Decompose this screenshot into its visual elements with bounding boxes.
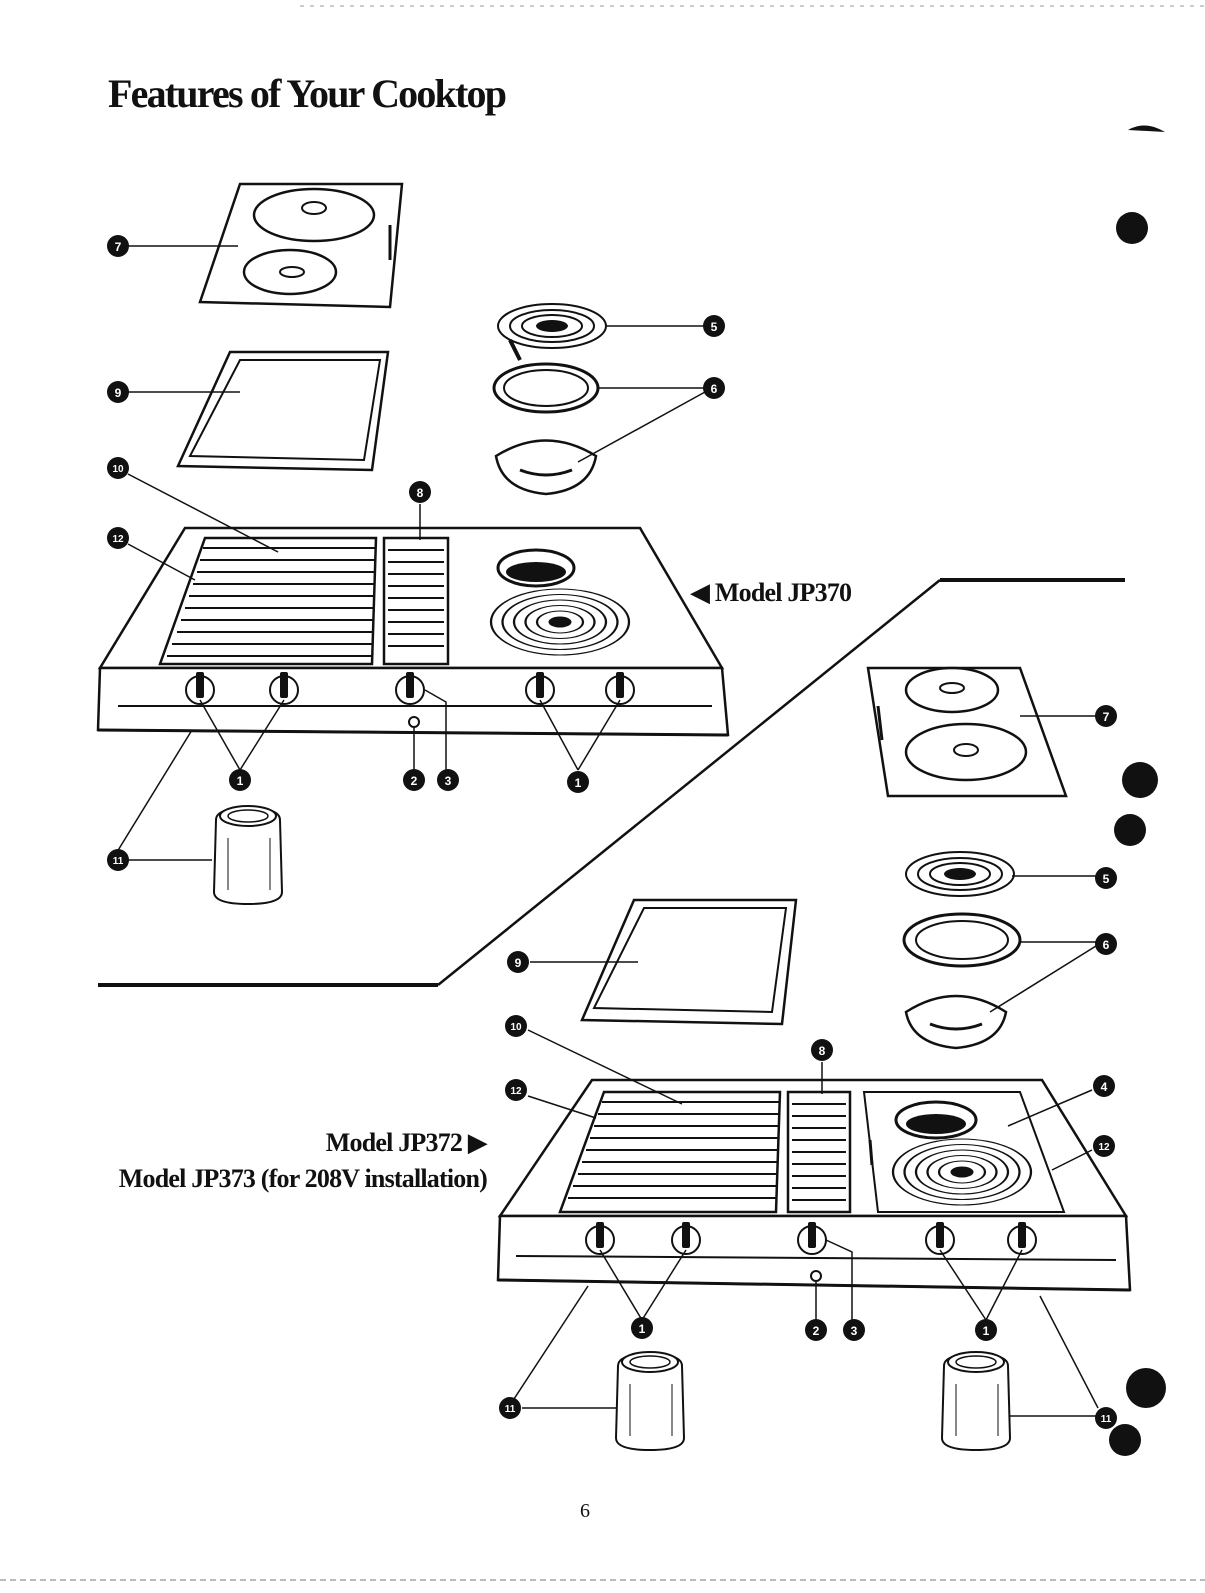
callout-4-bottom: 4 xyxy=(1093,1075,1115,1097)
model-jp373-label: Model JP373 (for 208V installation) xyxy=(119,1164,487,1194)
svg-text:9: 9 xyxy=(515,956,522,970)
svg-text:7: 7 xyxy=(1103,710,1110,724)
solid-element-cartridge-bottom xyxy=(868,668,1066,796)
svg-text:3: 3 xyxy=(851,1324,858,1338)
svg-text:1: 1 xyxy=(237,774,244,788)
callout-12-bottom-right: 12 xyxy=(1093,1135,1115,1157)
model-jp372-label: Model JP372 ▶ xyxy=(326,1128,487,1158)
callout-2-bottom: 2 xyxy=(805,1319,827,1341)
svg-text:2: 2 xyxy=(813,1324,820,1338)
svg-text:4: 4 xyxy=(1101,1080,1108,1094)
callout-7-bottom: 7 xyxy=(1095,705,1117,727)
page-number: 6 xyxy=(580,1500,590,1523)
svg-text:9: 9 xyxy=(115,386,122,400)
coil-element-top xyxy=(498,304,606,360)
callout-10-top: 10 xyxy=(107,457,129,479)
callout-2-top: 2 xyxy=(403,769,425,791)
callout-8-top: 8 xyxy=(409,481,431,503)
svg-text:12: 12 xyxy=(1098,1142,1110,1153)
callout-8-bottom: 8 xyxy=(811,1039,833,1061)
svg-text:7: 7 xyxy=(115,240,122,254)
svg-text:6: 6 xyxy=(1103,938,1110,952)
svg-text:8: 8 xyxy=(417,486,424,500)
svg-text:11: 11 xyxy=(113,856,124,867)
svg-text:10: 10 xyxy=(112,464,124,475)
svg-text:11: 11 xyxy=(1101,1414,1112,1425)
svg-text:5: 5 xyxy=(1103,872,1110,886)
callout-6-bottom: 6 xyxy=(1095,933,1117,955)
callout-1-top-right: 1 xyxy=(567,771,589,793)
callout-11-bottom-right: 11 xyxy=(1095,1407,1117,1429)
callout-12-top: 12 xyxy=(107,527,129,549)
svg-text:12: 12 xyxy=(510,1086,522,1097)
callout-1-bottom-right: 1 xyxy=(975,1319,997,1341)
cooktop-jp372 xyxy=(498,1080,1130,1290)
callout-12-bottom-left: 12 xyxy=(505,1079,527,1101)
svg-text:2: 2 xyxy=(411,774,418,788)
svg-text:1: 1 xyxy=(575,776,582,790)
callout-3-top: 3 xyxy=(437,769,459,791)
callout-9-top: 9 xyxy=(107,381,129,403)
svg-text:8: 8 xyxy=(819,1044,826,1058)
callout-5-bottom: 5 xyxy=(1095,867,1117,889)
callout-10-bottom: 10 xyxy=(505,1015,527,1037)
svg-text:10: 10 xyxy=(510,1022,522,1033)
callout-11-top: 11 xyxy=(107,849,129,871)
svg-text:11: 11 xyxy=(505,1404,516,1415)
callout-9-bottom: 9 xyxy=(507,951,529,973)
callout-11-bottom-left: 11 xyxy=(499,1397,521,1419)
svg-text:3: 3 xyxy=(445,774,452,788)
model-jp370-label: ◀ Model JP370 xyxy=(690,578,851,608)
svg-text:6: 6 xyxy=(711,382,718,396)
callout-3-bottom: 3 xyxy=(843,1319,865,1341)
svg-text:12: 12 xyxy=(112,534,124,545)
coil-element-bottom xyxy=(906,852,1014,896)
callout-7-top: 7 xyxy=(107,235,129,257)
svg-text:1: 1 xyxy=(639,1322,646,1336)
cooktop-jp370 xyxy=(98,528,728,735)
svg-text:5: 5 xyxy=(711,320,718,334)
svg-text:1: 1 xyxy=(983,1324,990,1338)
callout-1-top-left: 1 xyxy=(229,769,251,791)
callout-1-bottom-left: 1 xyxy=(631,1317,653,1339)
callout-5-top: 5 xyxy=(703,315,725,337)
griddle-top xyxy=(178,352,388,470)
callout-6-top: 6 xyxy=(703,377,725,399)
